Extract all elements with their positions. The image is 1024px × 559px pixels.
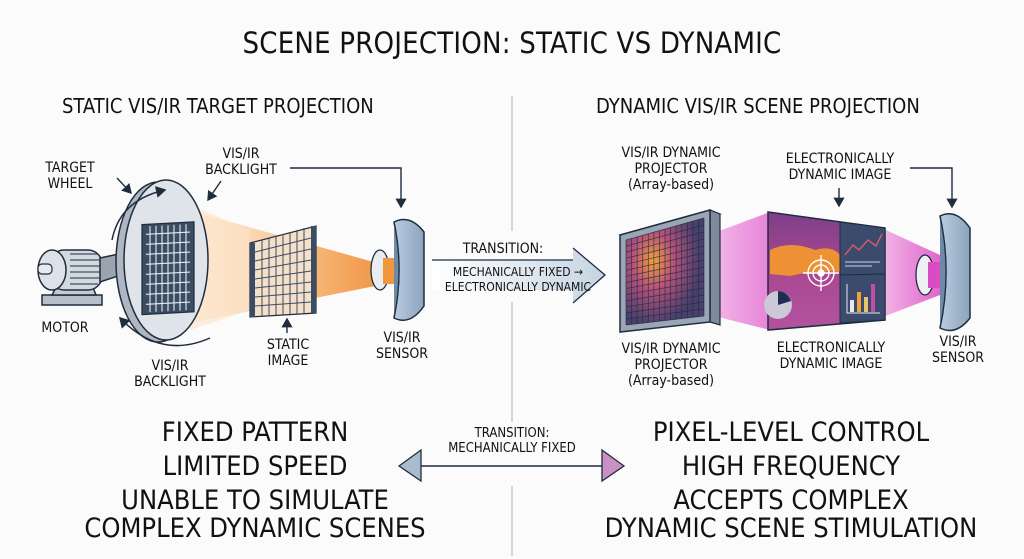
projector-grid-line [625,217,705,241]
projector-grid-line [625,294,705,308]
projector-grid-line [625,231,705,253]
dynamic-light-beam-2 [875,225,940,320]
projector-grid-line [625,280,705,295]
projector-grid-line [625,245,705,265]
projector-grid-line [625,238,705,259]
transition-bottom-text: TRANSITION: MECHANICALLY FIXED [420,426,604,456]
divider-bottom [511,486,513,556]
label-target-wheel: TARGET WHEEL [30,160,110,192]
divider-middle [511,302,513,422]
page-title: SCENE PROJECTION: STATIC VS DYNAMIC [242,26,782,60]
transition-arrow-bottom [397,448,626,483]
transition-line: MECHANICALLY FIXED [448,441,576,456]
feature-item: HIGH FREQUENCY [681,451,901,482]
transition-middle-title: TRANSITION: [462,241,544,257]
label-line: BACKLIGHT [134,374,206,390]
projector-grid-line [625,224,705,247]
transition-middle-text: MECHANICALLY FIXED → ELECTRONICALLY DYNA… [432,265,604,295]
dynamic-section-heading: DYNAMIC VIS/IR SCENE PROJECTION [596,94,920,118]
label-line: VIS/IR [151,358,189,374]
label-dynamic-sensor: VIS/IR SENSOR [918,334,998,366]
label-line: IMAGE [267,353,309,369]
divider-top [511,96,513,231]
label-line: ELECTRONICALLY [776,340,886,356]
feature-item: LIMITED SPEED [162,451,348,482]
label-line: SENSOR [375,346,429,362]
label-line: VIS/IR DYNAMIC [621,145,721,161]
static-features: FIXED PATTERN LIMITED SPEED UNABLE TO SI… [60,416,450,546]
label-motor: MOTOR [41,320,89,336]
static-section-heading: STATIC VIS/IR TARGET PROJECTION [62,94,374,118]
projector-grid-line [625,315,705,326]
projector-grid-line [625,301,705,314]
label-line: DYNAMIC IMAGE [779,356,883,372]
arrowhead-left [397,448,422,483]
label-line: VIS/IR [383,330,421,346]
arrowhead-right [601,448,626,483]
label-image-bottom: ELECTRONICALLY DYNAMIC IMAGE [756,340,906,372]
transition-arrow-middle [432,247,606,304]
projector-grid-line [625,273,705,289]
label-projector-top: VIS/IR DYNAMIC PROJECTOR (Array-based) [600,145,742,193]
feature-item: COMPLEX DYNAMIC SCENES [84,513,426,544]
transition-line: TRANSITION: [474,426,550,441]
label-line: PROJECTOR [634,161,708,177]
dynamic-sensor-icon [915,213,971,332]
projector-grid-line [625,287,705,302]
label-static-image: STATIC IMAGE [248,337,328,369]
feature-item: ACCEPTS COMPLEX [673,485,909,516]
crosshair-target-icon [803,255,839,291]
label-line: ELECTRONICALLY [785,151,895,167]
feature-item: PIXEL-LEVEL CONTROL [652,417,930,448]
label-line: PROJECTOR [634,357,708,373]
dynamic-projector-icon [618,209,722,333]
label-line: VIS/IR [222,146,260,162]
label-line: DYNAMIC IMAGE [788,167,892,183]
label-static-sensor: VIS/IR SENSOR [362,330,442,362]
target-wheel-icon [115,179,209,343]
projector-grid-line [625,252,705,271]
feature-item: DYNAMIC SCENE STIMULATION [604,513,978,544]
dynamic-image-screen-icon [764,211,886,331]
label-projector-bottom: VIS/IR DYNAMIC PROJECTOR (Array-based) [600,341,742,389]
projector-grid-line [625,259,705,277]
label-line: TARGET [45,160,95,176]
label-line: STATIC [266,337,310,353]
projector-grid-line [625,266,705,283]
transition-line: ELECTRONICALLY DYNAMIC [444,280,592,294]
label-line: WHEEL [47,176,93,192]
label-line: VIS/IR [939,334,977,350]
label-backlight-bottom: VIS/IR BACKLIGHT [120,358,220,390]
label-line: VIS/IR DYNAMIC [621,341,721,357]
rotation-arrow-bottom [118,316,211,347]
static-image-icon [249,225,317,318]
label-backlight-top: VIS/IR BACKLIGHT [196,146,286,178]
label-image-top: ELECTRONICALLY DYNAMIC IMAGE [770,151,910,183]
label-line: BACKLIGHT [205,162,277,178]
feature-item: FIXED PATTERN [161,417,349,448]
feature-item: UNABLE TO SIMULATE [121,485,389,516]
static-sensor-icon [370,218,425,321]
transition-line: MECHANICALLY FIXED → [452,265,584,279]
label-line: SENSOR [931,350,985,366]
projector-grid-line [625,308,705,320]
label-line: (Array-based) [627,177,715,193]
rotation-arrow-top [111,186,167,241]
label-line: (Array-based) [627,373,715,389]
dynamic-features: PIXEL-LEVEL CONTROL HIGH FREQUENCY ACCEP… [586,416,996,546]
